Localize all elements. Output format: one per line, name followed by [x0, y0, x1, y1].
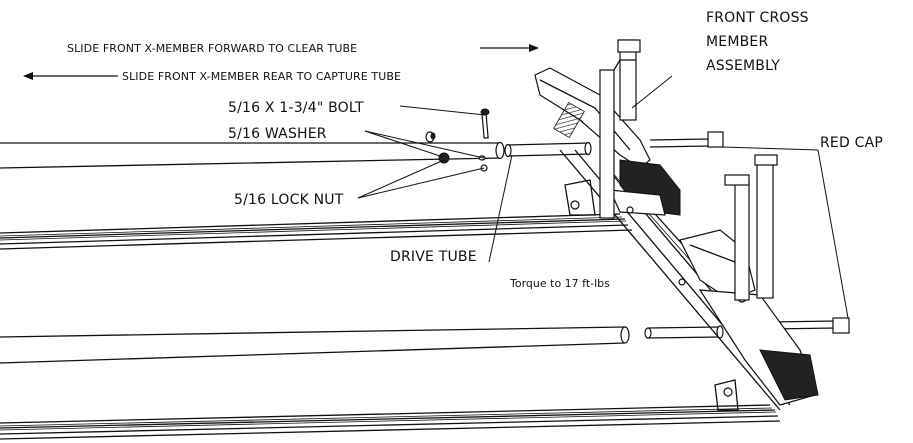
- upright-posts-upper: [599, 39, 641, 219]
- lock-nut-label: 5/16 LOCK NUT: [234, 192, 344, 208]
- frame-rail-bottom: [0, 404, 781, 440]
- slide-forward-label: SLIDE FRONT X-MEMBER FORWARD TO CLEAR TU…: [67, 42, 357, 55]
- cross-tube-lower: [0, 326, 630, 364]
- drive-tube-upper: [504, 141, 592, 158]
- torque-label: Torque to 17 ft-lbs: [509, 277, 610, 290]
- bolt: [480, 108, 490, 139]
- bolt-label: 5/16 X 1-3/4" BOLT: [228, 100, 364, 116]
- motor-housing-upper: [534, 67, 681, 216]
- red-cap-label: RED CAP: [820, 135, 883, 151]
- front-cross-label-line1: FRONT CROSS: [706, 10, 809, 26]
- front-cross-label-line2: MEMBER: [706, 34, 768, 50]
- slide-rear-label: SLIDE FRONT X-MEMBER REAR TO CAPTURE TUB…: [122, 70, 401, 83]
- cross-tube-upper: [0, 141, 505, 169]
- upright-posts-lower: [724, 154, 778, 301]
- drive-tube-label: DRIVE TUBE: [390, 249, 477, 265]
- leader-lines: [357, 75, 849, 319]
- washer-upper: [425, 131, 436, 143]
- shaft-upper-right: [649, 131, 724, 148]
- drive-tube-lower: [644, 325, 724, 339]
- frame-rail-left: [0, 213, 633, 250]
- washer-label: 5/16 WASHER: [228, 126, 327, 142]
- front-cross-label-line3: ASSEMBLY: [706, 58, 780, 74]
